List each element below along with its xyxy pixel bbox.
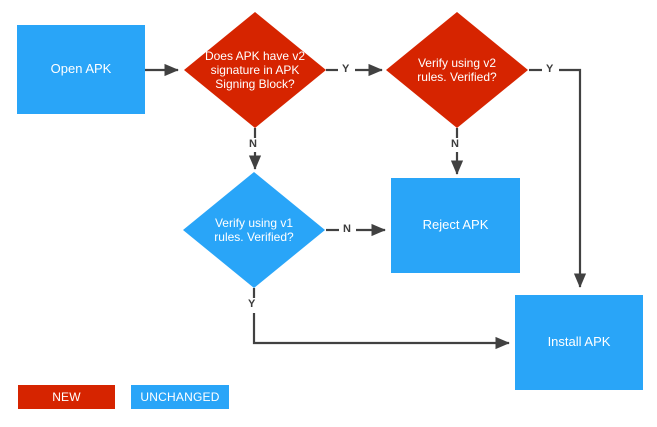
edge-label-verify-v2-no: N	[451, 138, 459, 150]
node-reject-apk-label: Reject APK	[422, 217, 489, 233]
diamond-shape	[183, 172, 325, 288]
legend-item-new-label: NEW	[52, 390, 81, 404]
node-has-v2-signature[interactable]: Does APK have v2 signature in APK Signin…	[184, 12, 326, 128]
node-verify-v1[interactable]: Verify using v1 rules. Verified?	[183, 172, 325, 288]
node-verify-v1-label: Verify using v1 rules. Verified?	[214, 215, 294, 244]
node-verify-v2[interactable]: Verify using v2 rules. Verified?	[386, 12, 528, 128]
node-install-apk[interactable]: Install APK	[515, 295, 643, 390]
diamond-shape	[386, 12, 528, 128]
edge-label-verify-v1-no: N	[343, 223, 351, 235]
legend-item-new[interactable]: NEW	[18, 385, 115, 409]
edge-verify-v2-yes-rail	[559, 68, 587, 288]
node-open-apk-label: Open APK	[50, 61, 112, 77]
edge-verify-v1-yes-rail	[252, 313, 510, 350]
legend-item-unchanged[interactable]: UNCHANGED	[131, 385, 229, 409]
diamond-shape	[184, 12, 326, 128]
node-has-v2-signature-label: Does APK have v2 signature in APK Signin…	[204, 48, 306, 92]
legend-item-unchanged-label: UNCHANGED	[140, 390, 220, 404]
edge-label-verify-v2-yes: Y	[546, 63, 554, 75]
node-open-apk[interactable]: Open APK	[17, 25, 145, 114]
edge-label-has-v2-yes: Y	[342, 63, 350, 75]
edge-label-verify-v1-yes: Y	[248, 298, 256, 310]
edge-label-has-v2-no: N	[249, 138, 257, 150]
node-verify-v2-label: Verify using v2 rules. Verified?	[417, 55, 497, 84]
node-install-apk-label: Install APK	[547, 334, 611, 350]
node-reject-apk[interactable]: Reject APK	[391, 178, 520, 273]
